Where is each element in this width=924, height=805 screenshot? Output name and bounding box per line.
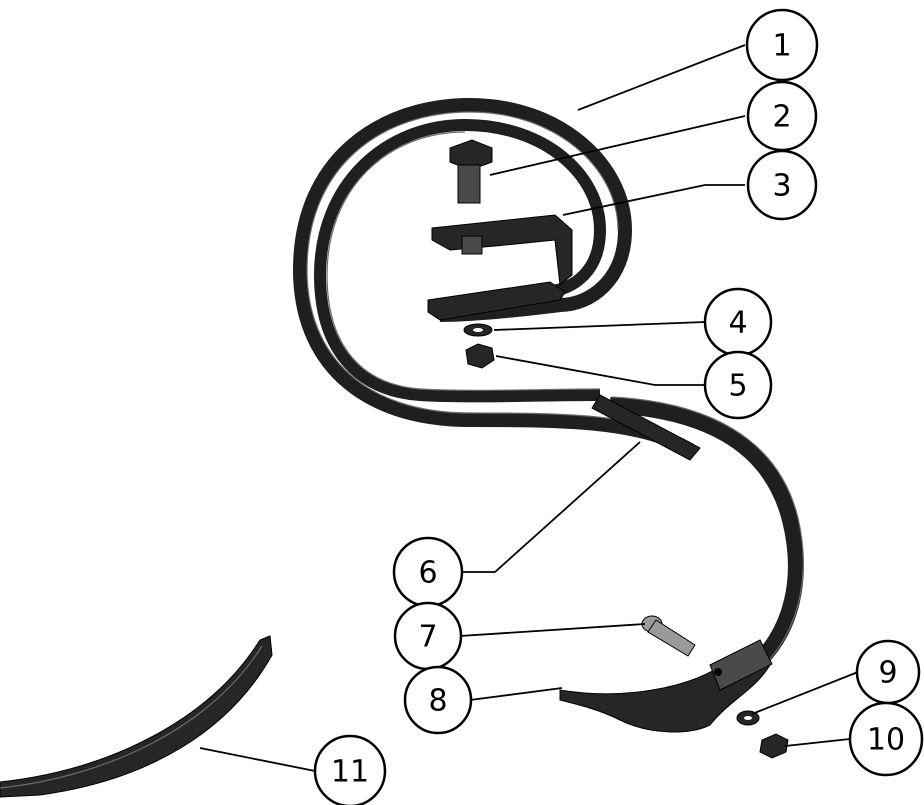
callout-6-label: 6 xyxy=(418,556,437,591)
spring-shank-part xyxy=(292,97,804,666)
leader-10 xyxy=(784,738,851,747)
hex-nut-part xyxy=(465,343,495,369)
nut-10-part xyxy=(759,733,789,759)
leader-7 xyxy=(459,623,646,637)
leader-2 xyxy=(489,115,746,176)
hex-bolt-part xyxy=(449,139,493,204)
washer-9-part xyxy=(736,710,760,726)
leader-8 xyxy=(469,687,563,701)
callout-6: 6 xyxy=(392,536,464,608)
callout-9: 9 xyxy=(855,639,921,705)
leader-3 xyxy=(562,184,745,216)
callout-2-label: 2 xyxy=(772,100,791,135)
callout-2: 2 xyxy=(746,80,818,152)
callout-8: 8 xyxy=(403,665,473,735)
wear-blade-part xyxy=(0,635,273,798)
callout-8-label: 8 xyxy=(428,684,447,719)
leader-6 xyxy=(462,441,641,573)
leader-11 xyxy=(199,747,316,772)
callout-10-label: 10 xyxy=(867,723,905,758)
leader-1 xyxy=(577,44,746,111)
clamp-bracket-part xyxy=(427,214,573,321)
leader-4 xyxy=(493,321,706,331)
leader-5 xyxy=(495,355,705,386)
leader-lines xyxy=(199,44,859,772)
callout-4-label: 4 xyxy=(728,306,747,341)
callout-5-label: 5 xyxy=(728,369,747,404)
callout-4: 4 xyxy=(703,287,773,357)
callout-10: 10 xyxy=(848,701,924,777)
sweep-shovel-part xyxy=(559,639,773,733)
callout-9-label: 9 xyxy=(878,656,897,691)
callout-5: 5 xyxy=(703,350,773,420)
carriage-bolt-part xyxy=(641,615,696,657)
callout-1: 1 xyxy=(745,8,819,82)
callout-3: 3 xyxy=(746,149,818,221)
callout-3-label: 3 xyxy=(772,169,791,204)
callout-1-label: 1 xyxy=(772,29,791,64)
leader-9 xyxy=(751,671,859,715)
callout-7: 7 xyxy=(393,601,463,671)
washer-part xyxy=(463,323,493,337)
callout-11: 11 xyxy=(313,734,387,805)
callout-7-label: 7 xyxy=(418,620,437,655)
callout-11-label: 11 xyxy=(331,755,369,790)
